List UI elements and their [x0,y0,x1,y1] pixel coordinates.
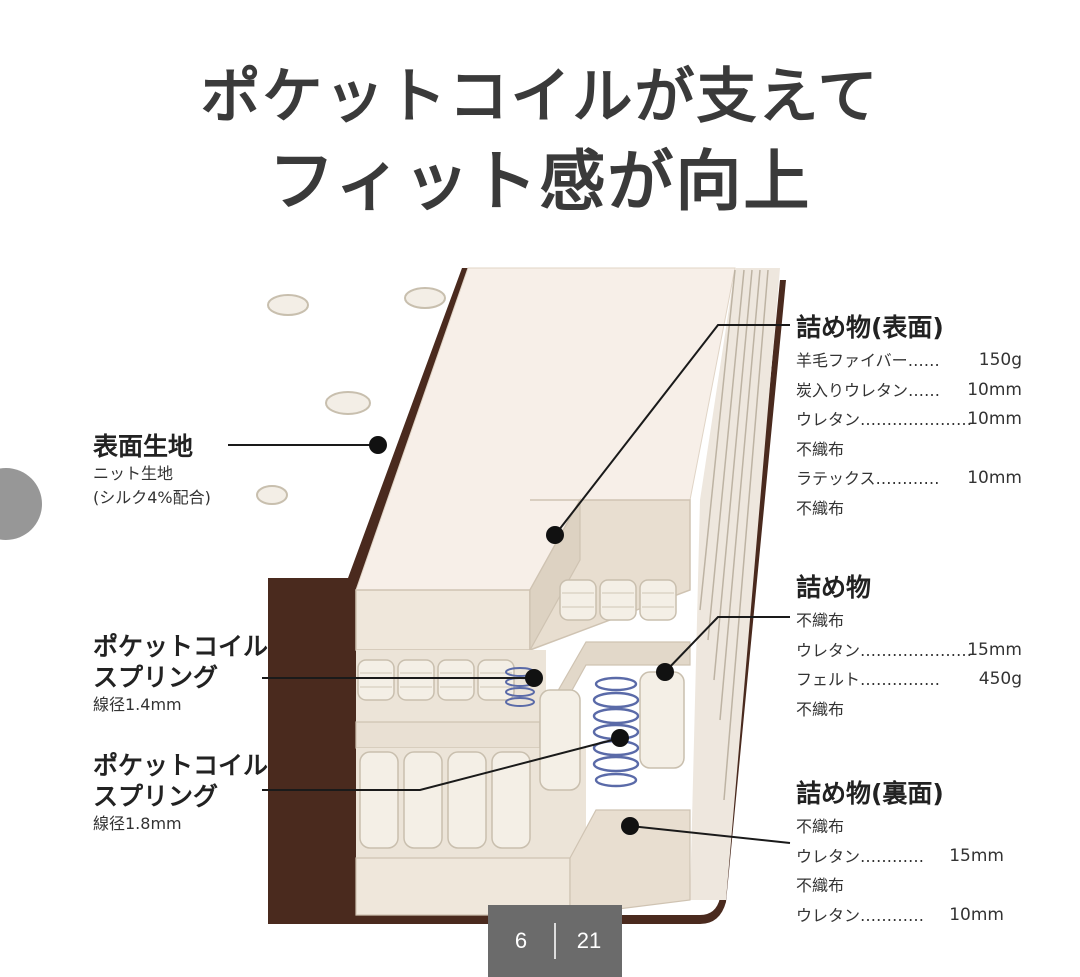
pager-separator [554,923,556,959]
pager-current: 6 [514,928,528,953]
lower-coil-row [356,671,685,858]
marker-dot [621,817,639,835]
spec-value: 10mm [967,379,1022,400]
label-surface-fabric: 表面生地 ニット生地 (シルク4%配合) [93,432,211,507]
spec-name: 不織布 [796,439,845,459]
spec-name: ラテックス [796,469,876,488]
fabric-bumps [256,287,446,505]
marker-dot [611,729,629,747]
spec-value: 15mm [967,639,1022,660]
label-filling-mid-heading: 詰め物 [796,573,872,602]
spec-value: 10mm [967,468,1022,488]
spec-name: 不織布 [796,817,845,836]
pager: 6 21 [488,905,622,977]
spec-value: 150g [978,350,1022,370]
marker-dot [369,436,387,454]
spec-row: 不織布 [796,494,1022,524]
spec-row: ウレタン…………………10mm [796,405,1022,435]
spec-row: ウレタン………… 15mm [796,842,1004,872]
page-title-line2: フィット感が向上 [268,143,812,220]
spec-name: ウレタン [796,905,861,925]
spec-leader: ………… [860,846,925,866]
spec-row: 不織布 [796,812,1004,842]
label-coil-lower: ポケットコイル スプリング 線径1.8mm [93,751,269,833]
spec-leader: …………… [860,670,941,689]
spec-name: 不織布 [796,611,845,630]
spec-leader: ………… [875,469,940,488]
spec-value: 10mm [967,409,1022,429]
lower-coil-spring [592,676,640,788]
spec-value: 10mm [949,904,1004,925]
spec-leader: …… [908,380,941,400]
spec-name: 炭入りウレタン [796,380,909,400]
spec-leader: ………………… [860,640,973,660]
spec-name: ウレタン [796,640,861,660]
marker-dot [525,669,543,687]
spec-row: ウレタン………… 10mm [796,901,1004,931]
spec-name: フェルト [796,670,861,689]
spec-row: ウレタン…………………15mm [796,636,1022,666]
spec-name: 不織布 [796,498,845,518]
label-coil-upper: ポケットコイル スプリング 線径1.4mm [93,632,269,714]
spec-value: 450g [978,669,1022,689]
spec-name: ウレタン [796,846,861,866]
spec-leader: …… [907,351,940,370]
pager-total: 21 [576,928,602,953]
spec-row: 不織布 [796,435,1022,465]
spec-row: フェルト…………… 450g [796,665,1022,695]
spec-value: 15mm [949,845,1004,866]
spec-row: 羊毛ファイバー…… 150g [796,346,1022,376]
spec-name: 羊毛ファイバー [796,351,908,370]
page-title-line1: ポケットコイルが支えて [200,62,880,132]
spec-row: 不織布 [796,871,1004,901]
label-filling-top-heading: 詰め物(表面) [796,313,944,342]
marker-dot [546,526,564,544]
marker-dot [656,663,674,681]
spec-row: 不織布 [796,695,1022,725]
spec-name: ウレタン [796,410,861,429]
spec-name: 不織布 [796,699,845,719]
spec-leader: ………… [860,905,925,925]
label-filling-bottom-heading: 詰め物(裏面) [796,779,944,808]
spec-name: 不織布 [796,876,845,895]
spec-row: ラテックス………… 10mm [796,464,1022,494]
spec-row: 炭入りウレタン…… 10mm [796,376,1022,406]
spec-row: 不織布 [796,606,1022,636]
outer-cover [268,268,786,924]
spec-leader: ………………… [860,410,973,429]
leader-lines [228,324,791,844]
